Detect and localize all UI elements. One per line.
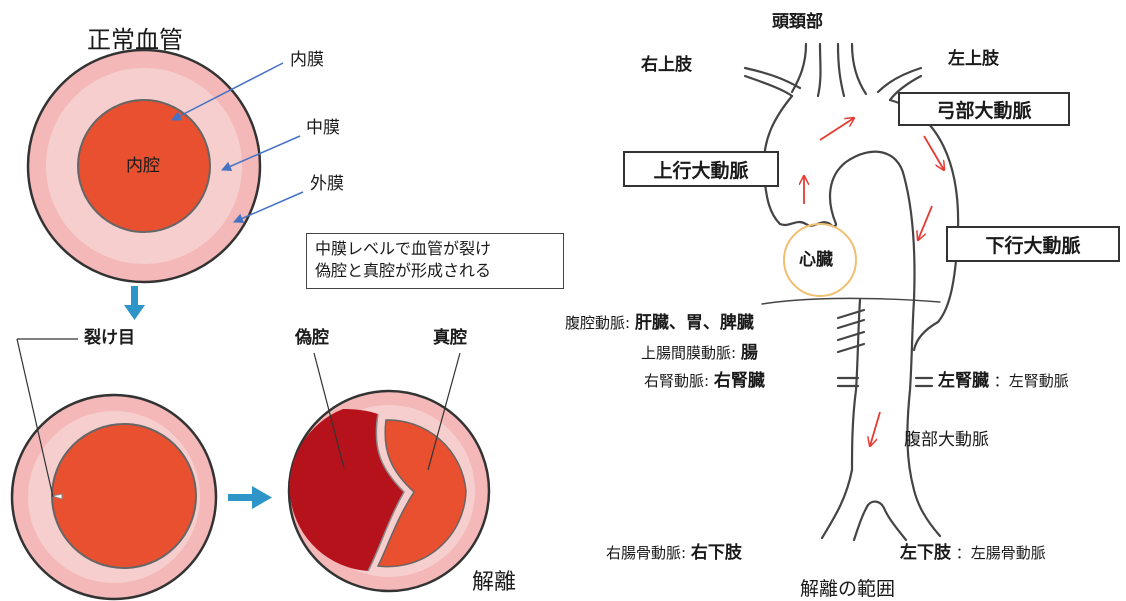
right-iliac-artery-label: 右腸骨動脈: — [606, 544, 687, 562]
sma-organ-label: 腸 — [740, 343, 758, 363]
down-arrow-icon — [124, 286, 145, 320]
aortic-arch-box: 弓部大動脈 — [898, 92, 1070, 126]
dissection-range-title: 解離の範囲 — [800, 578, 896, 600]
celiac-organs-label: 肝臓、胃、脾臓 — [634, 313, 754, 333]
left-upper-limb-label: 左上肢 — [948, 49, 999, 69]
left-kidney-label: 左腎臓 — [938, 371, 989, 391]
right-lower-limb-label: 右下肢 — [690, 543, 742, 563]
intima-pointer-line — [171, 62, 284, 121]
torn-vessel — [10, 393, 218, 601]
note-line-2: 偽腔と真腔が形成される — [315, 261, 492, 280]
ascending-aorta-box: 上行大動脈 — [623, 151, 779, 187]
media-label: 中膜 — [306, 118, 340, 138]
normal-vessel-title: 正常血管 — [87, 26, 183, 54]
right-kidney-label: 右腎臓 — [713, 371, 765, 391]
sma-row: 上腸間膜動脈: 腸 — [641, 345, 758, 362]
dissected-vessel — [287, 389, 491, 593]
abdominal-aorta-label: 腹部大動脈 — [904, 430, 989, 450]
dissection-label: 解離 — [472, 570, 517, 595]
right-arrow-icon — [228, 486, 272, 509]
right-iliac-row: 右腸骨動脈: 右下肢 — [606, 545, 742, 562]
head-neck-label: 頭頚部 — [772, 12, 823, 32]
media-pointer-line — [221, 135, 301, 171]
left-iliac-row: 左下肢 ：左腸骨動脈 — [900, 545, 1046, 562]
heart-outline — [783, 223, 857, 297]
true-lumen-label: 真腔 — [433, 328, 467, 348]
left-iliac-artery-label: ：左腸骨動脈 — [955, 544, 1046, 562]
sma-label: 上腸間膜動脈: — [641, 344, 737, 362]
lumen-label: 内腔 — [126, 156, 160, 176]
left-renal-artery-label: ：左腎動脈 — [993, 372, 1069, 390]
celiac-artery-label: 腹腔動脈: — [565, 314, 631, 332]
intima-label: 内膜 — [290, 50, 324, 70]
celiac-artery-row: 腹腔動脈: 肝臓、胃、脾臓 — [565, 315, 754, 332]
note-line-1: 中膜レベルで血管が裂け — [315, 239, 492, 258]
descending-aorta-box: 下行大動脈 — [946, 226, 1120, 262]
tear-label: 裂け目 — [84, 328, 135, 348]
tear-pointer-line-2 — [16, 338, 54, 498]
aorta-outline — [743, 42, 960, 542]
false-lumen-pointer-line — [313, 352, 345, 469]
adventitia-pointer-line — [233, 191, 304, 223]
true-lumen-pointer-line — [427, 352, 461, 471]
left-renal-row: 左腎臓 ：左腎動脈 — [938, 373, 1069, 390]
adventitia-label: 外膜 — [310, 174, 344, 194]
right-renal-row: 右腎動脈: 右腎臓 — [644, 373, 765, 390]
right-upper-limb-label: 右上肢 — [641, 55, 692, 75]
mechanism-note-box: 中膜レベルで血管が裂け 偽腔と真腔が形成される — [306, 233, 564, 289]
flow-arrows — [804, 118, 944, 446]
normal-vessel — [26, 48, 262, 284]
left-lower-limb-label: 左下肢 — [900, 543, 951, 563]
heart-label: 心臓 — [799, 250, 833, 270]
false-lumen-label: 偽腔 — [295, 328, 329, 348]
right-renal-artery-label: 右腎動脈: — [644, 372, 710, 390]
